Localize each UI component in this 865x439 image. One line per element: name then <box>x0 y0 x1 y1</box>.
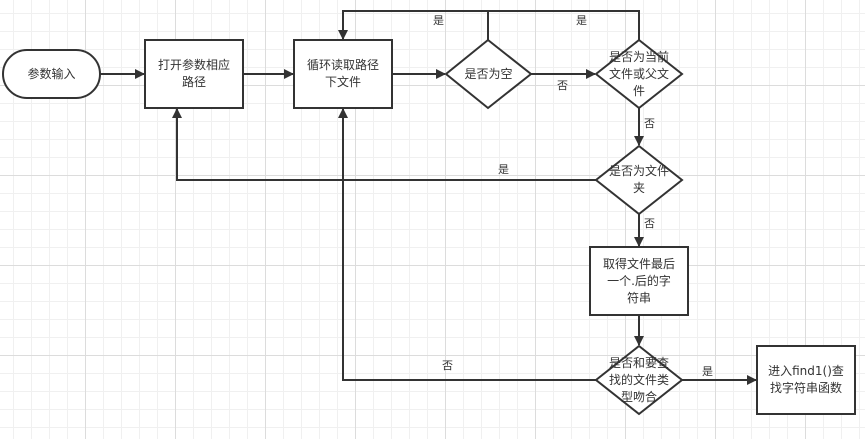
edge-match-yes-label: 是 <box>702 365 713 378</box>
edge-match-no <box>338 108 596 381</box>
edge-folder-yes-label: 是 <box>498 163 509 176</box>
node-get-suffix[interactable] <box>589 246 689 316</box>
edge-empty-yes <box>338 10 489 40</box>
edge-current-yes <box>488 10 640 40</box>
edge-current-no-label: 否 <box>644 117 655 130</box>
edge-empty-no-label: 否 <box>557 79 568 92</box>
node-is-current-parent[interactable] <box>594 38 684 110</box>
edge-current-yes-label: 是 <box>576 14 587 27</box>
node-is-folder[interactable] <box>594 144 684 216</box>
edge-empty-yes-label: 是 <box>433 14 444 27</box>
edge-folder-yes <box>172 108 596 181</box>
edge-match-no-label: 否 <box>442 359 453 372</box>
node-start[interactable] <box>2 49 101 99</box>
node-open-path[interactable] <box>144 39 244 109</box>
node-find-func[interactable] <box>756 345 856 415</box>
node-is-empty[interactable] <box>444 38 533 110</box>
node-read-loop[interactable] <box>293 39 393 109</box>
node-type-match[interactable] <box>594 344 684 416</box>
edge-folder-no-label: 否 <box>644 217 655 230</box>
